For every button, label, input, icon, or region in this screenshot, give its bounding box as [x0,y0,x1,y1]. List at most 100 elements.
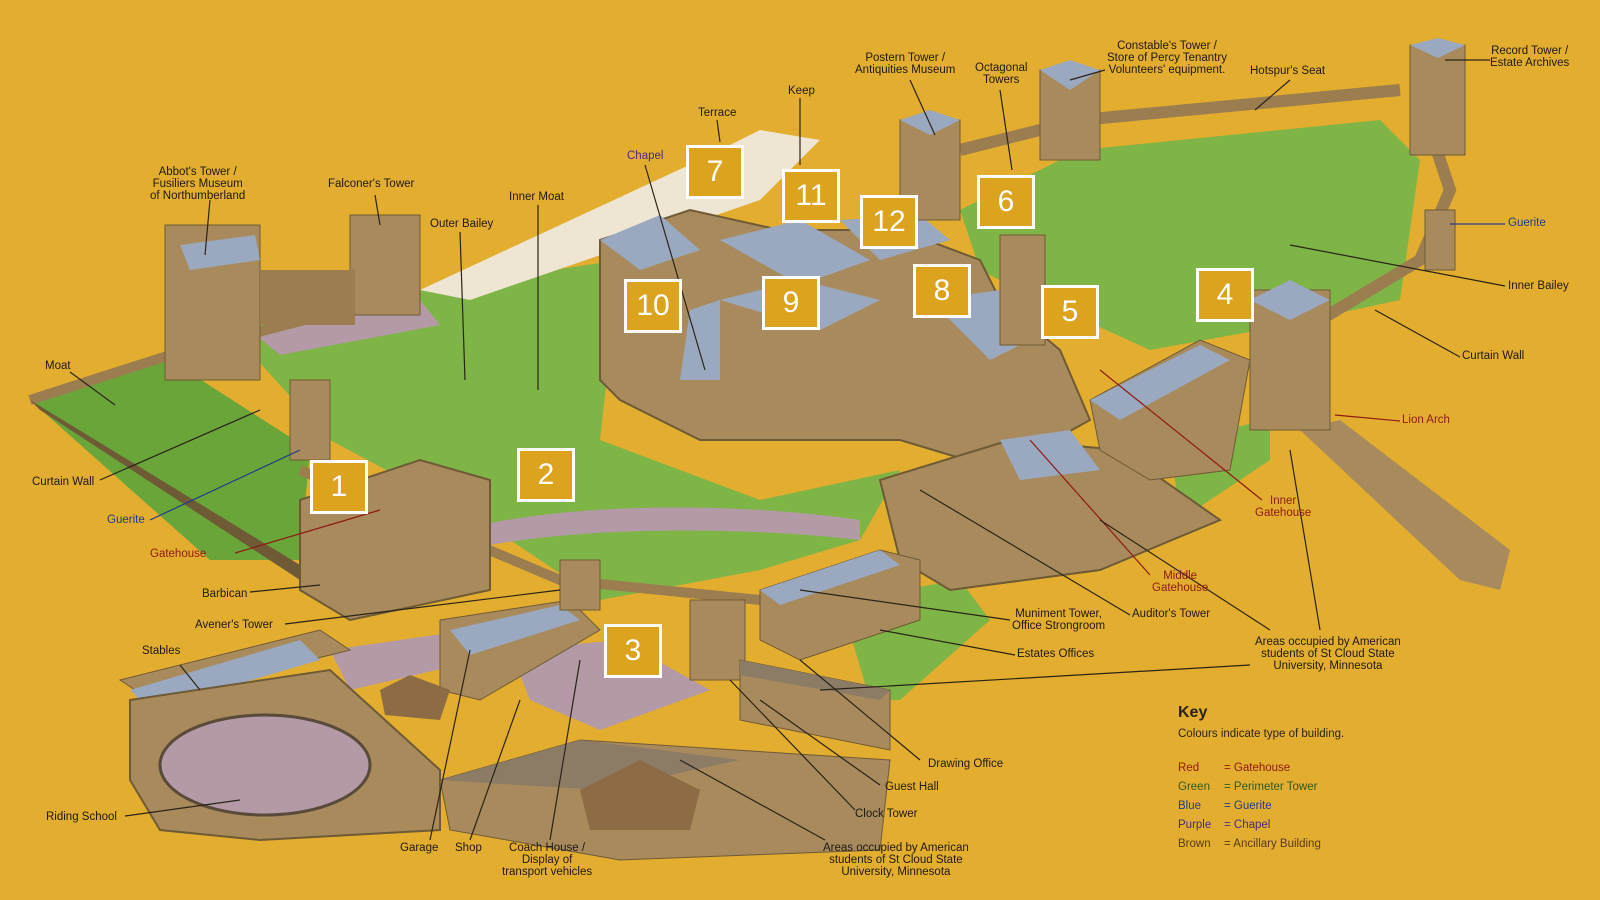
key-color-green: Green [1178,781,1210,793]
leader-moat [69,371,116,406]
leader-american-students-2 [1289,449,1321,631]
key-entry-brown: Brown = Ancillary Building [1178,838,1418,857]
south-range-roof [440,740,740,790]
lion-arch-wall [1300,420,1510,590]
leader-middle-gatehouse [1029,439,1151,576]
key-meaning-blue: = Guerite [1224,800,1272,812]
key-color-purple: Purple [1178,819,1212,831]
guerite-right [1424,209,1456,271]
postern-roof [900,110,960,135]
key-meaning-green: = Perimeter Tower [1224,781,1318,793]
badge-2: 2 [517,448,575,502]
label-outer-bailey: Outer Bailey [430,218,494,230]
leader-drawing-office [799,659,921,761]
west-wall-block [260,270,355,325]
label-constables-tower: Constable's Tower /Store of Percy Tenant… [1107,40,1227,76]
label-postern-tower: Postern Tower /Antiquities Museum [855,52,956,76]
coach-house-roof [450,605,580,655]
key-subtitle: Colours indicate type of building. [1178,728,1345,740]
leader-barbican [249,584,321,593]
leader-inner-gatehouse [1099,369,1263,501]
leader-american-students-bottom [679,759,826,841]
lion-arch-roof [1250,280,1330,320]
key-color-brown: Brown [1178,838,1211,850]
leader-guerite-left [149,449,301,521]
badge-6: 6 [977,175,1035,229]
leader-outer-bailey [459,231,466,381]
leader-curtain-wall-left [99,409,261,481]
legend-key: Key Colours indicate type of building. R… [1178,704,1418,857]
label-keep: Keep [788,85,815,97]
leader-octagonal-towers [999,89,1013,171]
badge-9: 9 [762,276,820,330]
key-meaning-red: = Gatehouse [1224,762,1291,774]
leader-american-students-1 [1099,519,1271,631]
moat-lawn [30,360,310,560]
east-range [1089,339,1251,481]
badge-1: 1 [310,460,368,514]
moat-wall [30,400,300,580]
label-curtain-wall-left: Curtain Wall [32,476,95,488]
abbots-roof [180,235,260,270]
key-meaning-brown: = Ancillary Building [1224,838,1321,850]
leader-shop [469,699,521,841]
leader-american-students-3 [819,664,1251,691]
leader-muniment-tower [799,589,1011,621]
leader-aveners-tower [284,589,561,625]
east-range-roof [1090,345,1230,420]
leader-guest-hall [759,699,881,786]
label-drawing-office: Drawing Office [928,758,1004,770]
clock-tower [689,599,746,681]
outer-path [480,507,860,545]
leader-postern-tower [909,79,936,136]
leader-constables-tower [1069,69,1106,81]
leader-falconers-tower [374,194,381,226]
small-houses [380,675,450,720]
label-record-tower: Record Tower /Estate Archives [1490,45,1570,69]
badge-11: 11 [782,169,840,223]
badge-12: 12 [860,195,918,249]
shed-bottom [580,760,700,830]
label-clock-tower: Clock Tower [855,808,918,820]
constables-roof [1040,60,1100,90]
leader-hotspurs-seat [1254,79,1291,111]
leader-lion-arch [1334,414,1401,422]
label-garage: Garage [400,842,439,854]
label-falconers-tower: Falconer's Tower [328,178,415,190]
label-hotspurs-seat: Hotspur's Seat [1250,65,1326,77]
leader-gatehouse [234,509,381,554]
leader-curtain-wall-right [1374,309,1461,358]
label-chapel: Chapel [627,150,664,162]
label-curtain-wall-right: Curtain Wall [1462,350,1525,362]
guest-hall-roof [740,660,890,700]
key-color-red: Red [1178,762,1200,774]
leader-garage [429,649,471,841]
leader-inner-bailey [1289,244,1506,287]
riding-arena [158,713,372,817]
leader-terrace [716,119,721,143]
leader-stables [179,664,201,691]
key-meaning-purple: = Chapel [1224,819,1271,831]
record-tower [1409,44,1466,156]
leader-chapel [644,164,706,371]
leader-estates-offices [879,629,1016,656]
key-title: Key [1178,704,1208,721]
badge-3: 3 [604,624,662,678]
label-inner-moat: Inner Moat [509,191,564,203]
key-color-blue: Blue [1178,800,1202,812]
avener-tower [559,559,601,611]
badge-10: 10 [624,279,682,333]
label-terrace: Terrace [698,107,737,119]
label-aveners-tower: Avener's Tower [195,619,273,631]
key-entry-purple: Purple = Chapel [1178,819,1418,838]
keep-roof-2 [720,220,870,285]
keep-roof-1 [600,215,700,270]
key-entry-blue: Blue = Guerite [1178,800,1418,819]
